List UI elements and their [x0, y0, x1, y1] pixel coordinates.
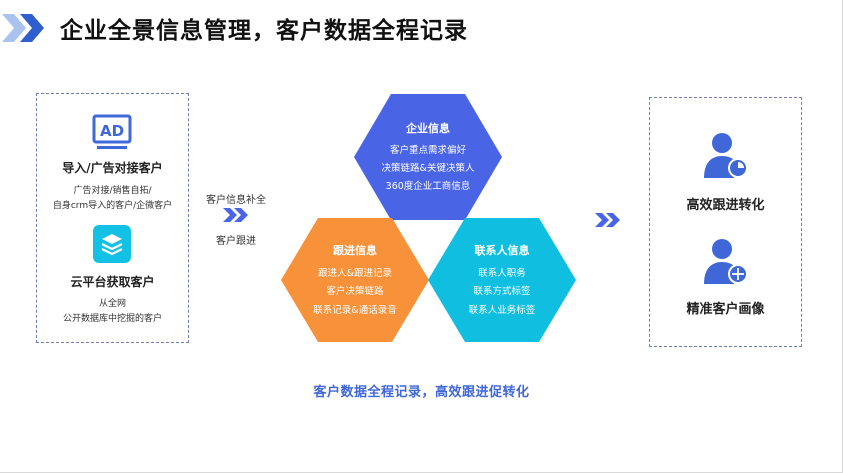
hexagon-contact — [428, 218, 576, 342]
hex-line-followup-3: 联系记录&通话录音 — [313, 305, 397, 316]
left-line-1-2: 自身crm导入的客户/企微客户 — [52, 201, 173, 211]
hex-line-enterprise-1: 客户重点需求偏好 — [389, 145, 466, 156]
double-chevron-icon — [2, 14, 44, 42]
left-line-2-1: 从全网 — [98, 299, 126, 309]
connector-bottom-label: 客户跟进 — [216, 236, 256, 247]
connector-top-label: 客户信息补全 — [206, 195, 266, 206]
bottom-caption: 客户数据全程记录，高效跟进促转化 — [313, 385, 530, 400]
hex-line-contact-2: 联系方式标签 — [473, 286, 531, 297]
double-arrow-icon — [223, 208, 248, 222]
outcome-panel — [649, 97, 802, 347]
right-heading-1: 高效跟进转化 — [686, 198, 765, 213]
svg-text:AD: AD — [100, 122, 124, 140]
ad-icon: AD — [92, 114, 132, 149]
left-heading-2: 云平台获取客户 — [70, 275, 155, 289]
source-panel — [36, 93, 189, 343]
title-bar: 企业全景信息管理，客户数据全程记录 — [0, 0, 843, 60]
hex-line-followup-1: 跟进人&跟进记录 — [318, 268, 392, 279]
hex-line-followup-2: 客户决策链路 — [326, 286, 384, 297]
hex-line-contact-3: 联系人业务标签 — [468, 305, 536, 316]
hex-line-contact-1: 联系人职务 — [478, 268, 526, 279]
left-line-2-2: 公开数据库中挖掘的客户 — [62, 314, 162, 324]
user-chart-icon — [704, 133, 748, 178]
double-arrow-right-icon — [595, 213, 620, 227]
hexagon-followup — [281, 218, 429, 342]
hex-title-contact: 联系人信息 — [474, 244, 530, 257]
cloud-layers-icon — [93, 225, 131, 263]
right-heading-2: 精准客户画像 — [686, 302, 765, 317]
user-target-icon — [704, 239, 748, 284]
left-line-1-1: 广告对接/销售自拓/ — [73, 186, 152, 196]
hex-title-followup: 跟进信息 — [333, 244, 377, 257]
hex-title-enterprise: 企业信息 — [406, 122, 450, 135]
hexagon-enterprise — [354, 94, 502, 220]
page-title: 企业全景信息管理，客户数据全程记录 — [60, 18, 468, 44]
hex-line-enterprise-3: 360度企业工商信息 — [385, 181, 471, 192]
hex-line-enterprise-2: 决策链路&关键决策人 — [381, 163, 475, 174]
left-heading-1: 导入/广告对接客户 — [62, 161, 163, 175]
